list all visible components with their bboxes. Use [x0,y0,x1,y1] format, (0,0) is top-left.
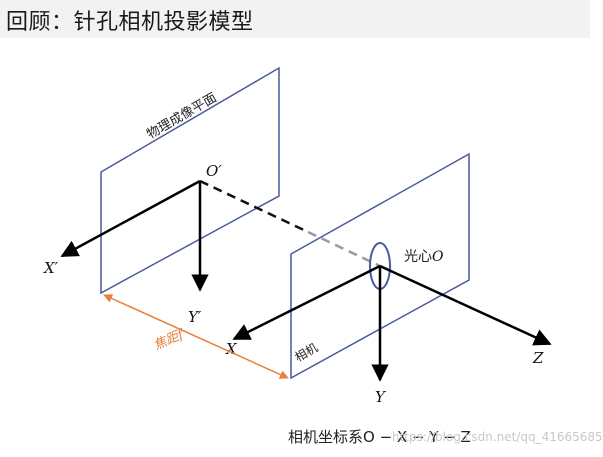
y-label: Y [375,388,387,406]
x-prime-axis [60,179,201,258]
y-prime-label: Y′ [188,308,202,326]
camera-plane [290,152,470,380]
x-axis [232,264,381,341]
focal-length-arrow [103,294,289,379]
watermark: https://blog.csdn.net/qq_41665685 [392,430,603,444]
optical-center-text: 光心 [404,249,432,265]
optical-center-symbol: O [432,249,444,265]
z-label: Z [532,349,544,367]
projection-line-dark [199,179,309,234]
page-title: 回顾：针孔相机投影模型 [6,10,254,35]
origin-prime-label: O′ [206,162,222,180]
header-bar: 回顾：针孔相机投影模型 [0,0,590,38]
pinhole-camera-diagram: 物理成像平面 相机 O′ X′ Y′ X Y Z 光心O 焦距f [43,66,552,406]
x-prime-label: X′ [43,259,59,277]
camera-plane-label: 相机 [293,340,321,364]
optical-center-label: 光心O [404,249,444,265]
z-axis [379,264,552,346]
diagram-caption: 相机坐标系O − X − Y − Z [288,428,471,446]
image-plane [100,66,280,295]
image-plane-label: 物理成像平面 [145,90,220,142]
projection-line-light [307,230,381,268]
